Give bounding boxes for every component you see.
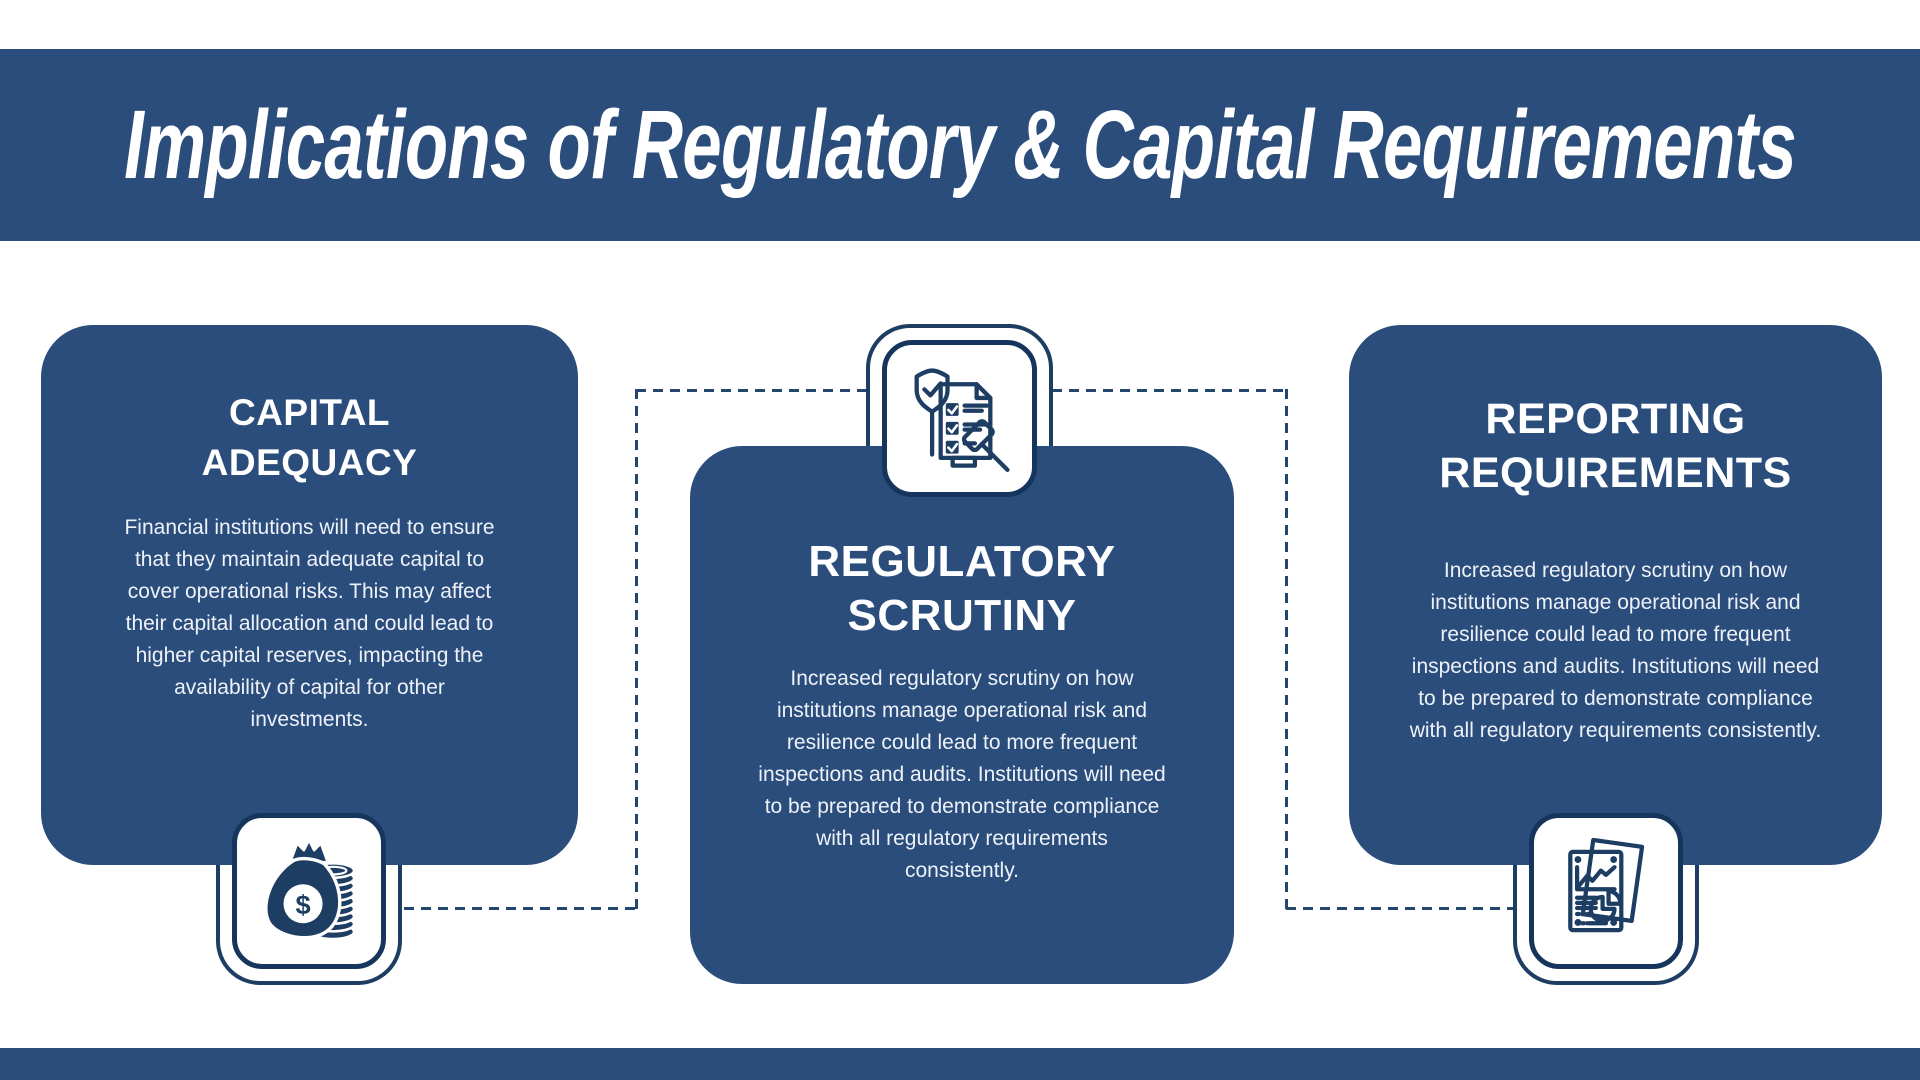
card-reporting-requirements: REPORTING REQUIREMENTS Increased regulat… [1349,325,1882,865]
card-title: REPORTING REQUIREMENTS [1439,395,1792,497]
card-body: Increased regulatory scrutiny on how ins… [758,667,1166,882]
card-title: REGULATORY SCRUTINY [808,537,1116,640]
footer-bar [0,1048,1920,1080]
card-title: CAPITAL ADEQUACY [201,392,418,483]
svg-text:$: $ [295,889,310,920]
card-regulatory-scrutiny: REGULATORY SCRUTINY Increased regulatory… [690,446,1234,984]
dashed-connector-left-vertical [635,389,638,910]
money-bag-and-coins-graphic: $ [264,838,356,941]
page-title: Implications of Regulatory & Capital Req… [124,90,1797,199]
header-banner: Implications of Regulatory & Capital Req… [0,49,1920,241]
dashed-connector-right-vertical [1285,389,1288,910]
dashed-connector-left-top [636,389,866,392]
dashed-connector-right-bottom [1286,907,1513,910]
dashed-connector-left-bottom [404,907,638,910]
compliance-checklist-graphic [914,368,1010,473]
report-charts-icon [1529,813,1683,969]
dashed-connector-right-top [1052,389,1287,392]
report-charts-graphic [1568,837,1645,933]
card-body: Financial institutions will need to ensu… [124,516,495,731]
money-bag-and-coins-icon: $ [232,813,386,969]
card-capital-adequacy: CAPITAL ADEQUACY Financial institutions … [41,325,578,865]
compliance-checklist-gavel-icon [882,340,1037,497]
card-body: Increased regulatory scrutiny on how ins… [1409,559,1822,742]
